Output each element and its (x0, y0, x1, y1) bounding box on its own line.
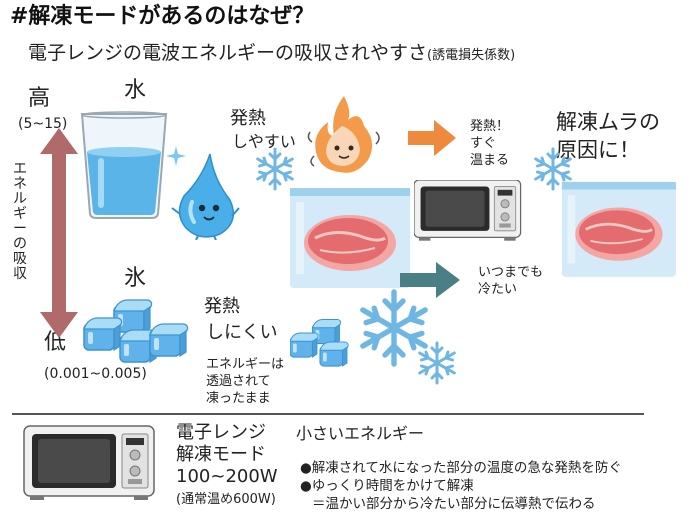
small-energy-bullet3: ＝温かい部分から冷たい部分に伝導熱で伝わる (312, 496, 596, 512)
ice-heat-line1: 発熱 (204, 296, 240, 317)
snowflake-icon (256, 147, 294, 191)
small-energy-heading: 小さいエネルギー (296, 424, 425, 443)
water-drop-character-icon (171, 153, 240, 240)
microwave-mode-line3: 100~200W (176, 466, 278, 487)
subtitle-main: 電子レンジの電波エネルギーの吸収されやすさ (28, 42, 428, 64)
microwave-mode: 電子レンジ 解凍モード 100~200W (176, 422, 278, 488)
hot-result-line3: 温まる (470, 153, 510, 168)
cold-result-line2: 冷たい (478, 282, 518, 297)
snowflake-icon (534, 147, 572, 191)
ice-label: 氷 (124, 266, 147, 291)
microwave-icon-bottom (23, 425, 155, 501)
water-label: 水 (124, 78, 147, 103)
water-glass-icon (80, 111, 168, 219)
sparkle-icon (166, 146, 186, 166)
microwave-mode-line4: (通常温め600W) (176, 492, 276, 507)
microwave-mode-line2: 解凍モード (176, 444, 266, 465)
hot-result-line2: すぐ (470, 136, 497, 151)
subtitle: 電子レンジの電波エネルギーの吸収されやすさ(誘電損失係数) (28, 42, 515, 65)
axis-high-label: 高 (28, 86, 51, 111)
arrow-right-icon-cold (400, 262, 460, 298)
hot-result-line1: 発熱！ (470, 119, 510, 134)
microwave-mode-line1: 電子レンジ (176, 422, 266, 443)
subtitle-note: (誘電損失係数) (427, 48, 516, 63)
ice-note-line2: 透過されて (206, 374, 271, 389)
section-divider (12, 413, 644, 415)
microwave-icon (414, 180, 522, 242)
double-arrow-vertical-icon (40, 128, 78, 338)
water-heat-line2: しやすい (232, 132, 296, 151)
water-heat-line1: 発熱 (230, 108, 266, 129)
ice-note-line3: 凍ったまま (206, 391, 271, 406)
frozen-meat-bag-icon-right (560, 180, 678, 279)
small-energy-bullet2: ●ゆっくり時間をかけて解凍 (300, 478, 474, 494)
page-title: #解凍モードがあるのはなぜ？ (10, 4, 315, 29)
frozen-meat-bag-icon (288, 186, 412, 290)
snowflake-icon (418, 341, 456, 385)
ice-cubes-icon (83, 299, 189, 363)
axis-low-label: 低 (44, 330, 67, 355)
arrow-right-icon (408, 120, 456, 156)
fire-character-icon (307, 96, 380, 173)
small-energy-bullet1: ●解凍されて水になった部分の温度の急な発熱を防ぐ (300, 460, 622, 476)
ice-note-line1: エネルギーは (206, 357, 285, 372)
hot-result: 発熱！ すぐ 温まる (470, 118, 509, 169)
cold-result-line1: いつまでも (478, 265, 544, 280)
ice-note: エネルギーは 透過されて 凍ったまま (206, 356, 284, 407)
axis-low-range: (0.001~0.005) (44, 366, 147, 382)
cold-result: いつまでも 冷たい (478, 264, 543, 298)
ice-heat-line2: しにくい (206, 322, 278, 343)
axis-vertical-label: エネルギーの吸収 (13, 161, 27, 282)
uneven-line1: 解凍ムラの (556, 110, 660, 134)
axis-high-range: (5~15) (18, 116, 68, 132)
